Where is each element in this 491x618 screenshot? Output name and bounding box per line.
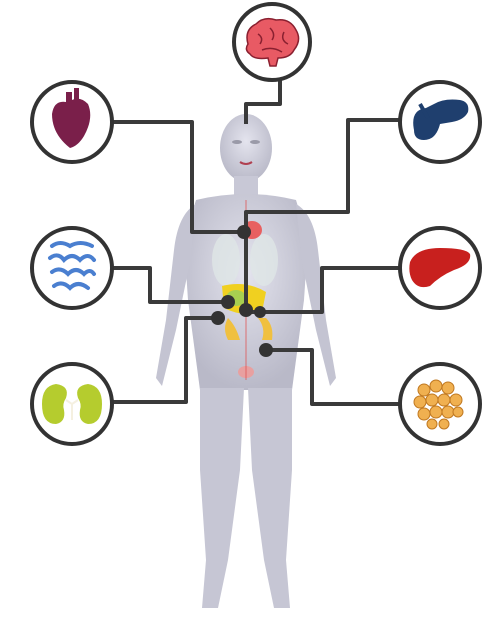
brain-node [234, 4, 310, 80]
adipose-node [400, 364, 480, 444]
kidney-node [32, 364, 112, 444]
pancreas-node [400, 82, 480, 162]
intestine-node [32, 228, 112, 308]
heart-node [32, 82, 112, 162]
liver-node [400, 228, 480, 308]
